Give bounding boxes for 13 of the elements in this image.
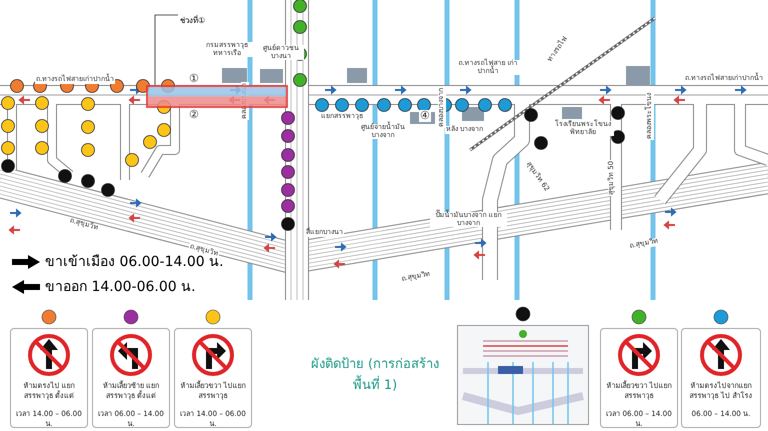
sign-card	[10, 328, 88, 428]
map-thumbnail-drawing	[457, 325, 589, 425]
sign-card	[92, 328, 170, 428]
section-number: ②	[188, 109, 200, 122]
section-label: ช่วงที่①	[180, 16, 206, 25]
section-number: ①	[188, 73, 200, 86]
sign-card	[600, 328, 678, 428]
legend-label: ขาออก 14.00-06.00 น.	[45, 278, 196, 297]
leader-line	[154, 14, 178, 86]
sign-card	[681, 328, 761, 428]
diagram-title: ผังติดป้าย (การก่อสร้างพื้นที่ 1)	[310, 356, 440, 395]
section-number: ④	[419, 110, 431, 122]
sign-card	[174, 328, 252, 428]
